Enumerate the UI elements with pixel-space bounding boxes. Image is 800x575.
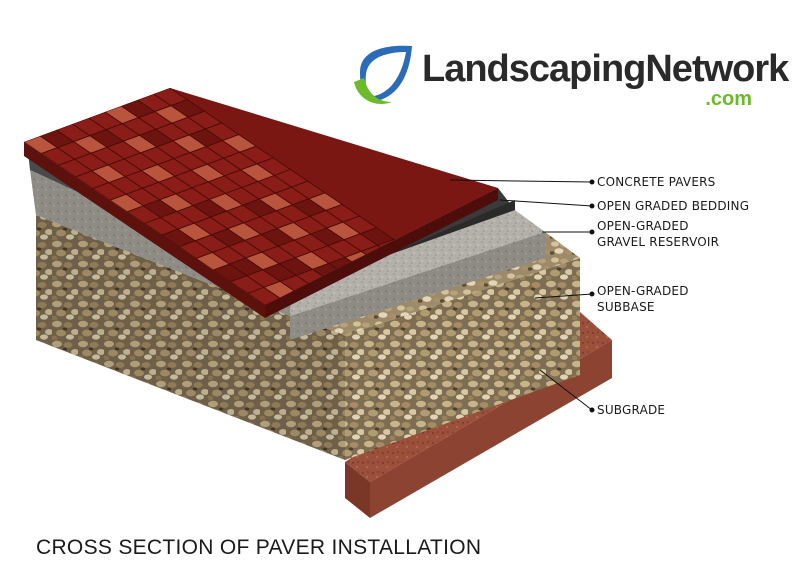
leaf-logo-icon: [354, 45, 412, 104]
logo-domain: .com: [705, 88, 752, 110]
label-subbase: OPEN-GRADED SUBBASE: [597, 284, 689, 314]
diagram-caption: CROSS SECTION OF PAVER INSTALLATION: [36, 536, 482, 559]
logo-wordmark: LandscapingNetwork: [422, 48, 789, 90]
label-concrete-pavers: CONCRETE PAVERS: [597, 175, 716, 189]
label-gravel-reservoir: OPEN-GRADED GRAVEL RESERVOIR: [597, 219, 720, 249]
leader-lines: [449, 179, 595, 413]
subbase-layer: [36, 215, 580, 460]
label-open-graded-bedding: OPEN GRADED BEDDING: [597, 199, 750, 213]
label-subgrade: SUBGRADE: [597, 403, 666, 417]
paver-brick-grid: [24, 88, 412, 305]
landscaping-network-logo: LandscapingNetwork .com: [352, 42, 789, 112]
concrete-pavers-layer: [24, 88, 498, 318]
